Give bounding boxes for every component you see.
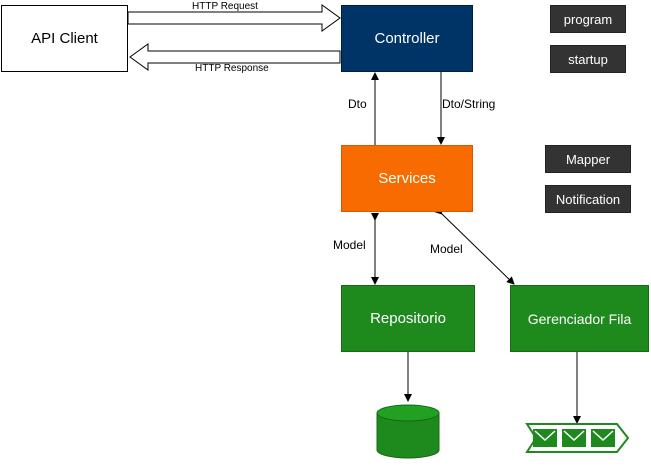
repositorio-label: Repositorio [370,310,446,327]
services-label: Services [378,170,436,187]
program-label: program [563,11,613,27]
notification-node: Notification [545,185,631,213]
repositorio-node: Repositorio [341,285,475,352]
database-icon [376,404,440,459]
api-client-node: API Client [1,5,128,72]
dto-string-label: Dto/String [442,97,496,111]
gerenciador-fila-label: Gerenciador Fila [527,310,632,327]
mapper-label: Mapper [565,151,611,167]
mapper-node: Mapper [545,145,631,173]
services-node: Services [341,145,473,212]
http-request-arrow [127,4,341,32]
http-response-arrow [129,43,341,71]
startup-node: startup [550,45,626,73]
http-request-label: HTTP Request [192,1,258,12]
dto-label: Dto [348,97,367,111]
envelope-icon [562,429,586,447]
envelope-icon [533,429,557,447]
startup-label: startup [568,51,608,67]
envelope-icon [591,429,615,447]
message-queue-icon [525,423,630,453]
model-label-left: Model [333,238,366,252]
model-label-right: Model [430,242,463,256]
controller-label: Controller [374,30,440,47]
program-node: program [550,5,626,33]
http-response-label: HTTP Response [195,63,269,74]
model-arrow-gerenciador [434,206,515,285]
controller-node: Controller [341,5,473,72]
gerenciador-fila-node: Gerenciador Fila [510,285,649,352]
notification-label: Notification [555,191,621,207]
api-client-label: API Client [31,30,98,47]
